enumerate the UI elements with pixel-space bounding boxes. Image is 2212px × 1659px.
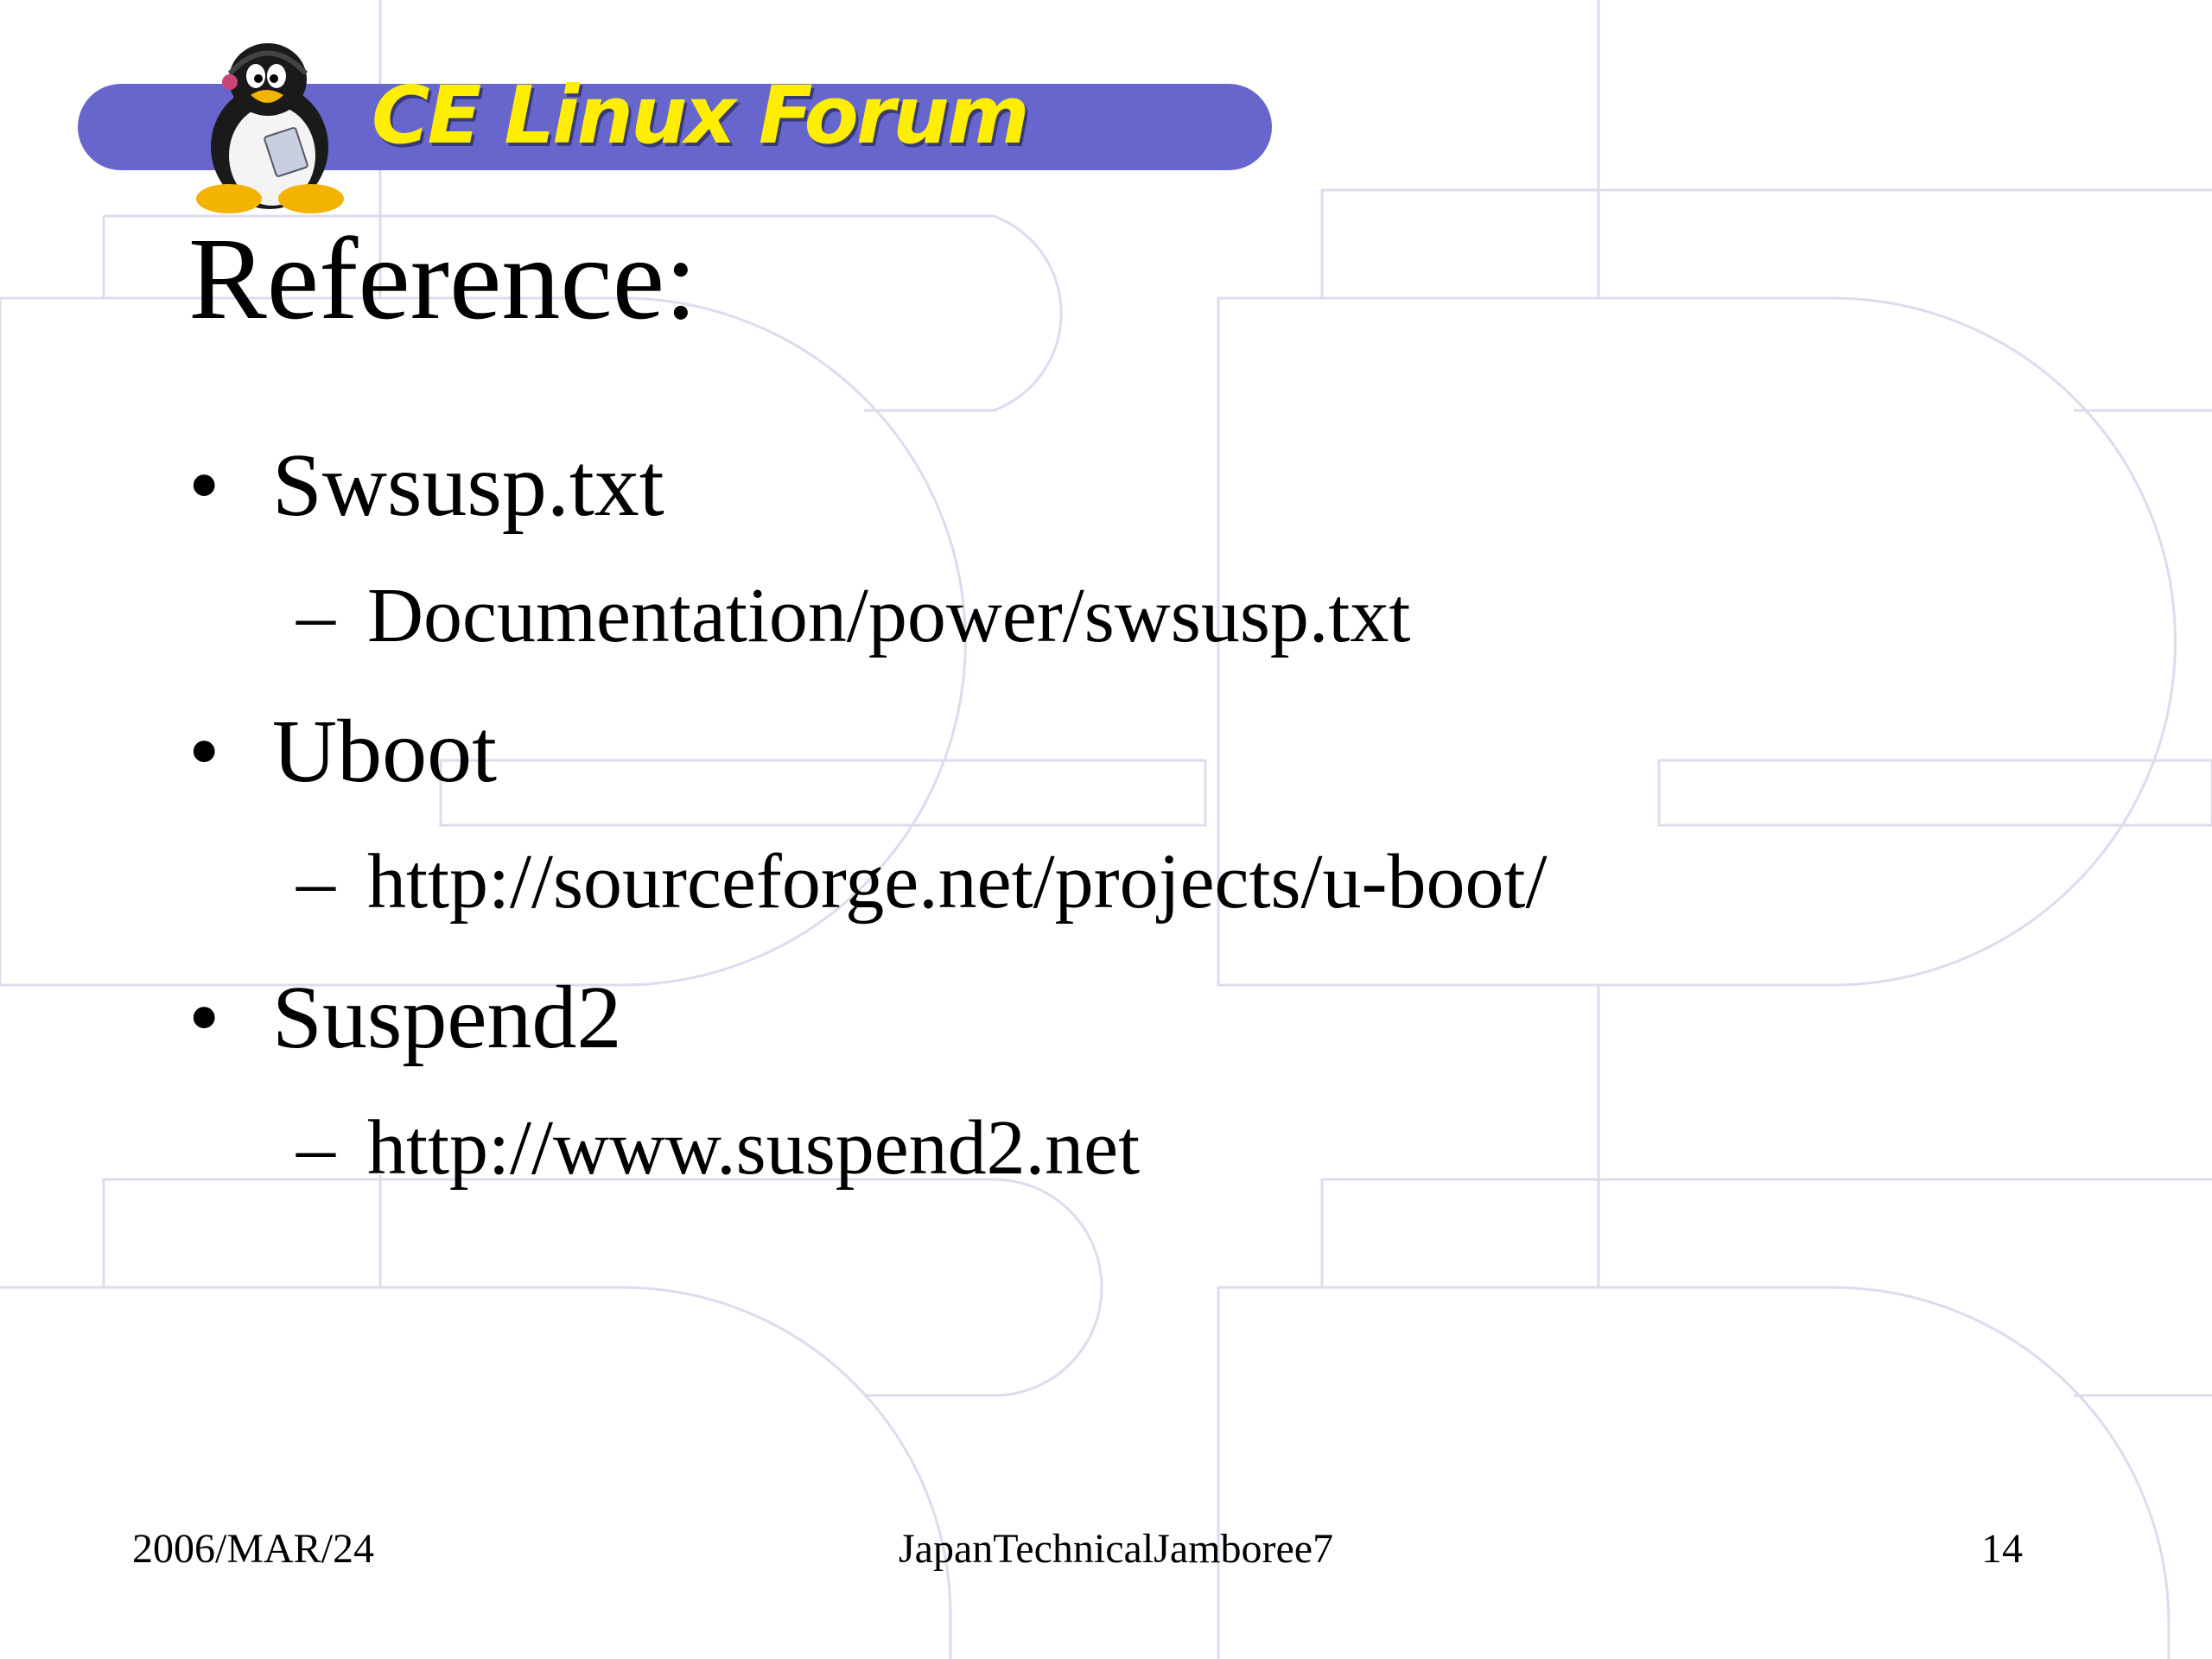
footer-page-number: 14 — [1981, 1526, 2023, 1572]
footer-event: JapanTechnicalJamboree7 — [899, 1526, 1334, 1572]
footer-date: 2006/MAR/24 — [132, 1526, 375, 1572]
sub-bullet-marker: – — [296, 839, 335, 925]
bullet-marker: • — [188, 435, 220, 535]
sub-bullet-marker: – — [296, 1105, 335, 1191]
brand-label: CE Linux Forum — [372, 69, 1030, 162]
bullet-marker: • — [188, 702, 220, 801]
sub-bullet-text: http://www.suspend2.net — [367, 1105, 1141, 1191]
bullet-marker: • — [188, 968, 220, 1067]
sub-bullet-text: Documentation/power/swsusp.txt — [367, 573, 1411, 658]
bullet-text: Swsusp.txt — [272, 435, 664, 535]
sub-bullet-marker: – — [296, 573, 335, 658]
bullet-text: Uboot — [272, 702, 497, 801]
sub-bullet-text: http://sourceforge.net/projects/u-boot/ — [367, 839, 1548, 925]
tux-penguin-icon — [196, 43, 344, 213]
bullet-text: Suspend2 — [272, 968, 622, 1067]
slide-title: Reference: — [188, 214, 697, 344]
